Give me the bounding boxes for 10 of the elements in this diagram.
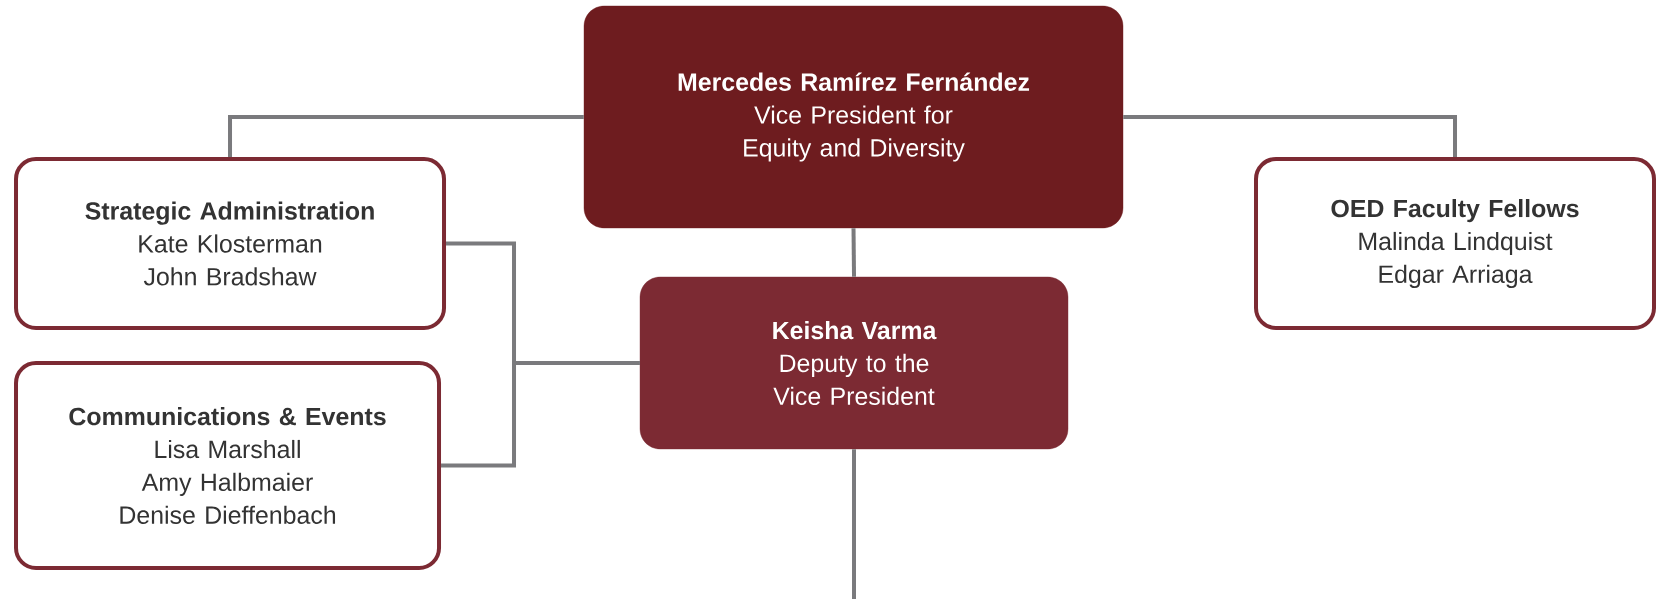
connector-line [441, 361, 640, 468]
team-box: OED Faculty Fellows Malinda Lindquist Edgar Arriaga [1254, 157, 1656, 330]
connector-line [851, 228, 856, 277]
team-box: Communications & Events Lisa Marshall Amy Halbmaier Denise Dieffenbach [14, 361, 441, 570]
person-box: Mercedes Ramírez Fernández Vice President for Equity and Diversity [583, 5, 1124, 229]
connector-line [228, 115, 584, 157]
connector-line [852, 449, 856, 599]
connector-line [1123, 115, 1457, 157]
team-box: Strategic Administration Kate Klosterman John Bradshaw [14, 157, 446, 330]
person-box: Keisha Varma Deputy to the Vice President [639, 276, 1069, 450]
